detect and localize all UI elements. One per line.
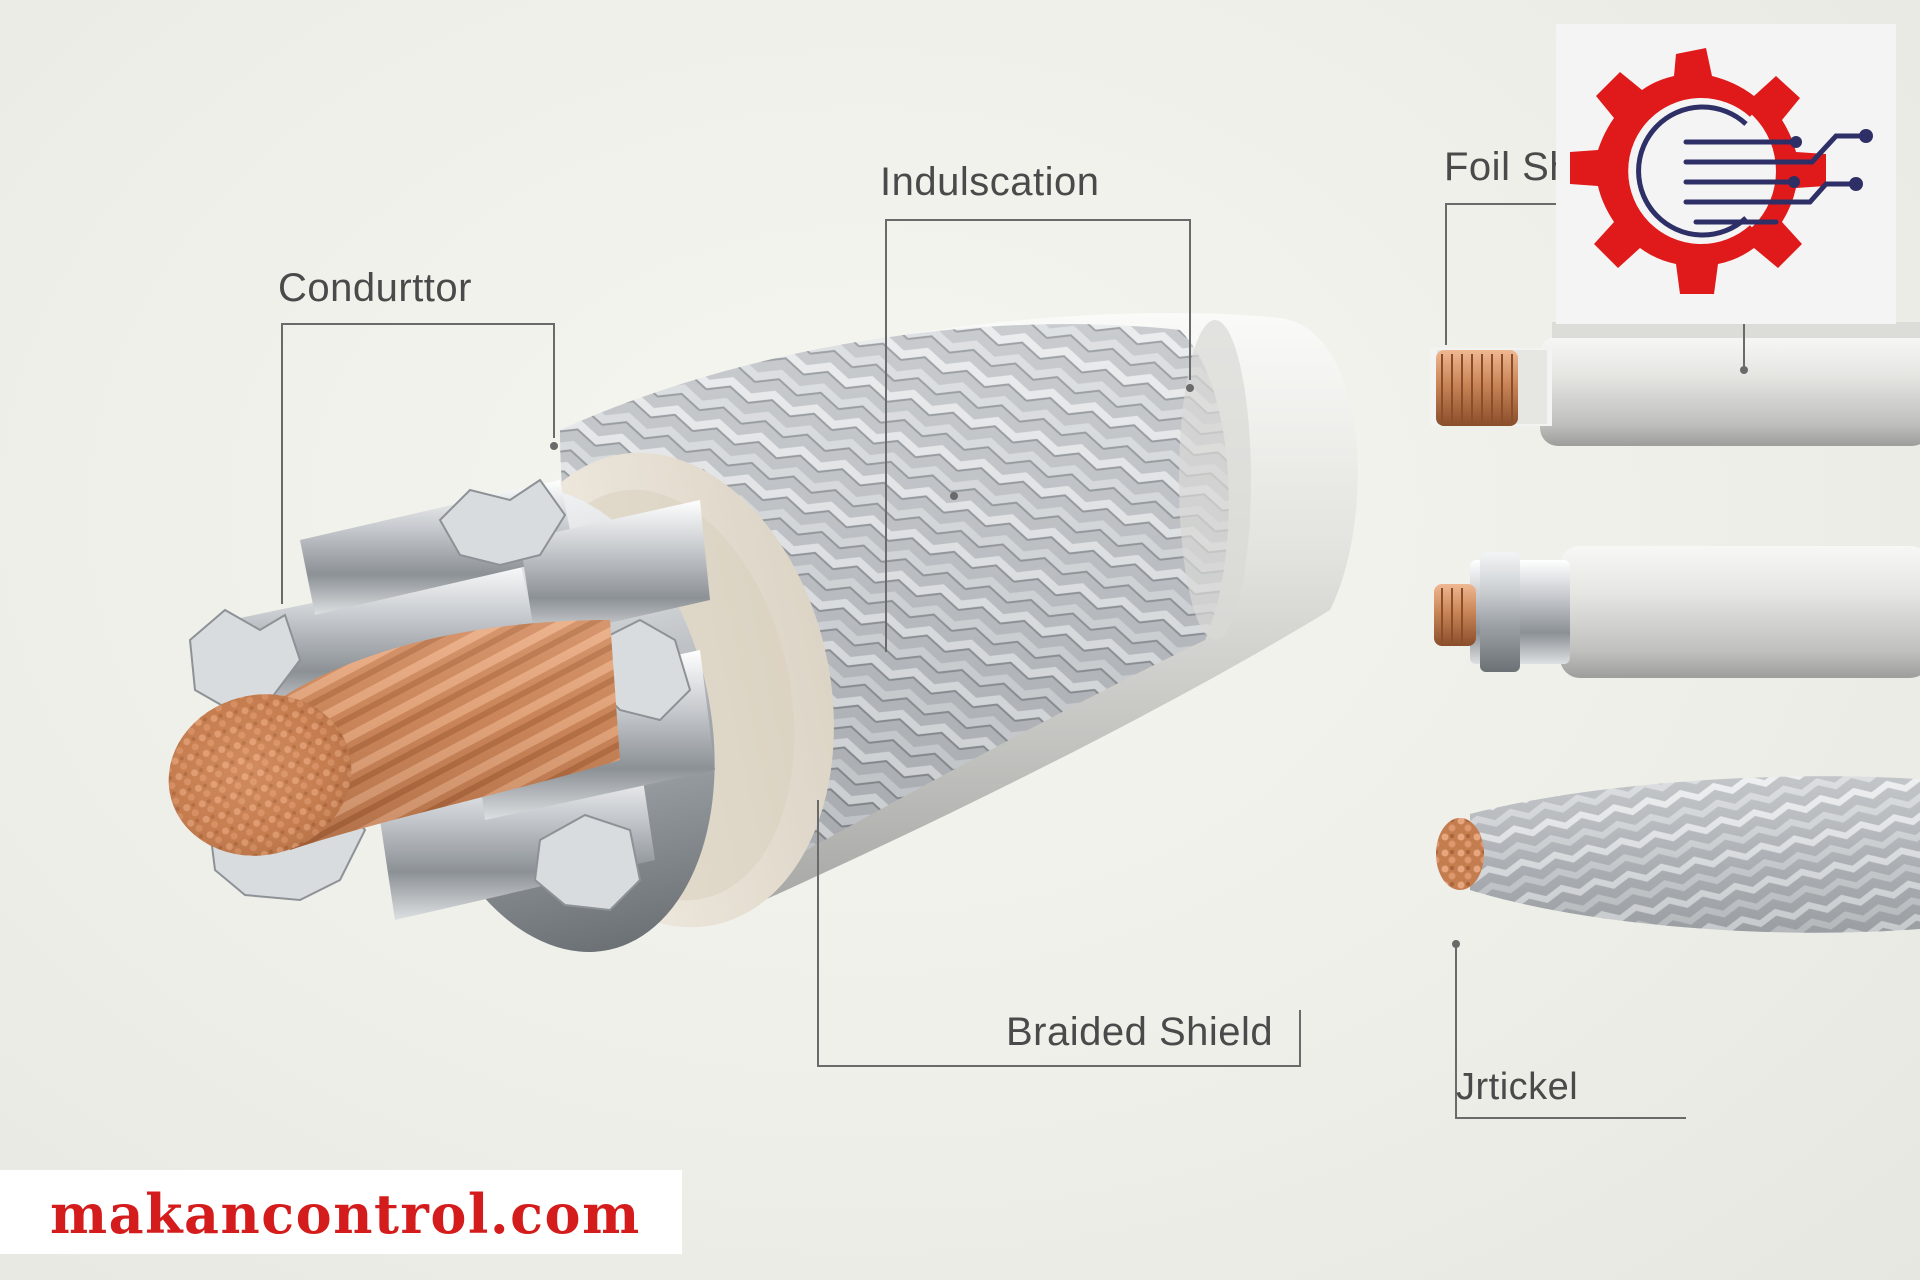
label-conductor: Condurttor — [278, 266, 472, 310]
main-cable — [168, 313, 1358, 952]
label-jacket: Jrtickel — [1456, 1066, 1579, 1108]
watermark-site-url: makancontrol.com — [50, 1182, 641, 1246]
sample-braided-cable — [1436, 776, 1920, 933]
sample-foil-cable — [1430, 322, 1920, 446]
label-braided-shield: Braided Shield — [1006, 1010, 1274, 1054]
makancontrol-logo — [1570, 48, 1873, 294]
label-insulation: Indulscation — [880, 160, 1100, 204]
logo-panel — [1556, 24, 1896, 324]
watermark-panel — [0, 1170, 682, 1254]
sample-ferrule-cable — [1434, 546, 1920, 678]
